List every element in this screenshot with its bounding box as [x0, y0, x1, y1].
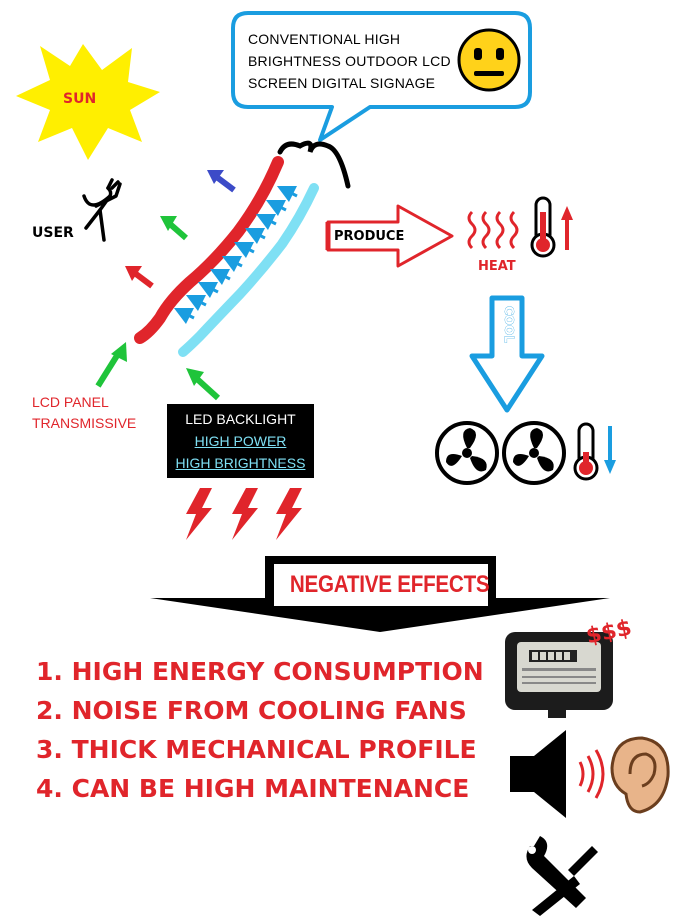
led-label-line: HIGH POWER: [194, 433, 287, 449]
sun-icon: [16, 44, 160, 160]
blue-light-arrow: [207, 170, 236, 193]
speaker-icon: [510, 730, 605, 818]
heat-waves-icon: [467, 210, 519, 250]
list-item: 2. NOISE FROM COOLING FANS: [36, 696, 467, 725]
neutral-face-icon: [457, 28, 521, 92]
backlight-pointer-arrow: [186, 368, 221, 401]
produce-arrow: [325, 204, 454, 268]
negative-effects-list: 1. HIGH ENERGY CONSUMPTION 2. NOISE FROM…: [36, 653, 484, 809]
tools-icon: [526, 836, 598, 916]
list-item: 1. HIGH ENERGY CONSUMPTION: [36, 657, 484, 686]
produce-label: PRODUCE: [334, 229, 405, 244]
led-backlight-panel: [178, 183, 319, 357]
list-item: 4. CAN BE HIGH MAINTENANCE: [36, 774, 470, 803]
user-label: USER: [32, 225, 74, 241]
bubble-line: CONVENTIONAL HIGH: [248, 31, 401, 47]
electric-meter-icon: [505, 632, 613, 718]
heat-label: HEAT: [478, 259, 516, 274]
speech-bubble-text: CONVENTIONAL HIGH BRIGHTNESS OUTDOOR LCD…: [248, 28, 458, 94]
led-label-line: HIGH BRIGHTNESS: [175, 455, 306, 471]
ear-icon: [610, 736, 670, 814]
led-backlight-box: LED BACKLIGHT HIGH POWER HIGH BRIGHTNESS: [167, 404, 314, 478]
cool-label-text: COOL: [502, 306, 517, 343]
lcd-panel-label: LCD PANEL TRANSMISSIVE: [32, 392, 136, 434]
lightning-icon: [186, 488, 302, 540]
sun-label: SUN: [63, 91, 97, 107]
bubble-line: BRIGHTNESS OUTDOOR LCD: [248, 53, 451, 69]
fan-icon: [502, 421, 566, 485]
list-item: 3. THICK MECHANICAL PROFILE: [36, 735, 477, 764]
lcd-label-line: LCD PANEL: [32, 394, 109, 410]
thermometer-icon: [530, 196, 573, 258]
negative-effects-arrow: [150, 556, 610, 632]
brace-icon: [277, 140, 351, 189]
fan-icon: [435, 421, 499, 485]
red-light-arrow: [125, 266, 154, 289]
lcd-label-line: TRANSMISSIVE: [32, 415, 137, 431]
lcd-panel: [134, 156, 284, 344]
led-label-line: LED BACKLIGHT: [185, 411, 296, 427]
negative-effects-title: NEGATIVE EFFECTS: [289, 571, 490, 598]
speech-bubble: [231, 11, 532, 142]
thermometer-icon: [573, 422, 616, 481]
cool-arrow: [469, 295, 545, 413]
cool-label: COOL: [494, 306, 524, 366]
user-figure-icon: [82, 178, 122, 242]
backlight-light-arrows: [173, 185, 298, 325]
bubble-line: SCREEN DIGITAL SIGNAGE: [248, 75, 436, 91]
green-light-arrow: [160, 216, 188, 241]
lcd-pointer-arrow: [95, 342, 127, 388]
